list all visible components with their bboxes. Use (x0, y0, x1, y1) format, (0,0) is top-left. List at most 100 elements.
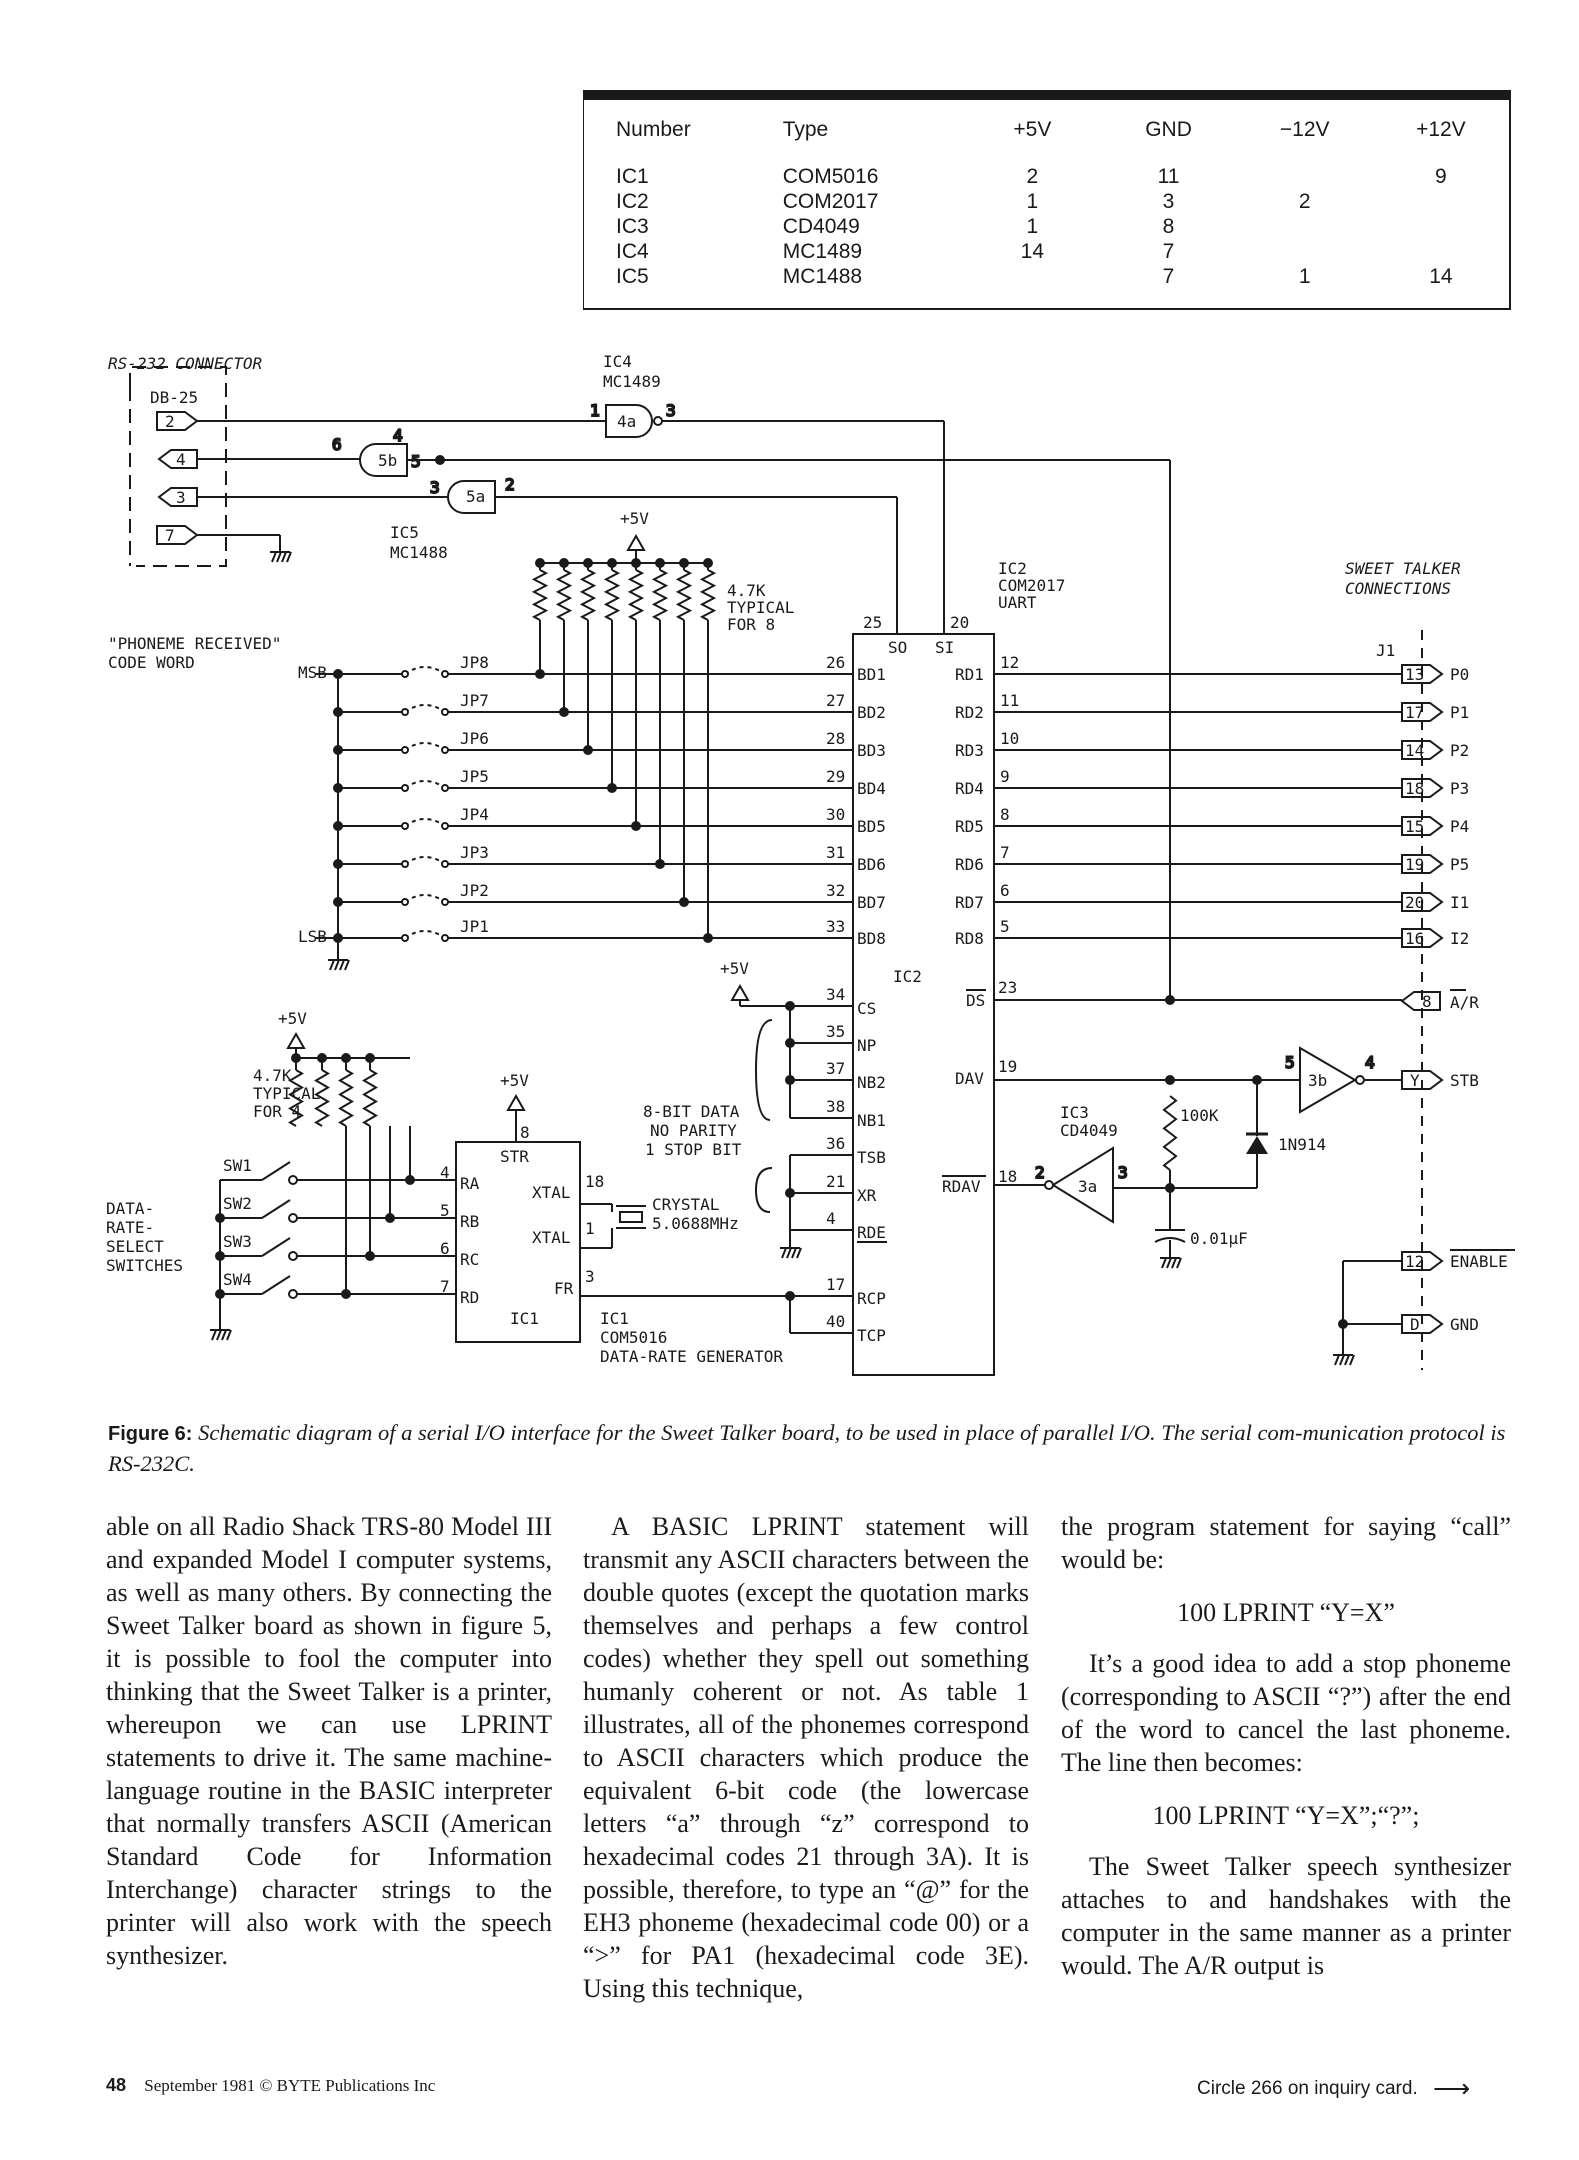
paragraph: A BASIC LPRINT statement will transmit a… (583, 1512, 1029, 2003)
junction-dot (333, 897, 343, 907)
ic2-kind-label: UART (998, 593, 1037, 612)
vcc4-label: +5V (278, 1009, 307, 1028)
junction-dot (333, 669, 343, 679)
pin-number: 4 (1365, 1053, 1375, 1072)
connector-pin (1401, 816, 1444, 836)
junction-dot (631, 558, 641, 568)
pin-number: 3 (666, 401, 676, 420)
junction-dot (385, 1213, 395, 1223)
pin-name: BD1 (857, 665, 886, 684)
pin-number: 4 (393, 426, 403, 445)
ic4a-receiver-gate: 4a (605, 404, 663, 438)
wire (281, 551, 287, 563)
jumper-contact (401, 708, 409, 716)
table-cell: IC3 (616, 215, 649, 238)
junction-dot (1338, 1319, 1348, 1329)
switch-contact (288, 1175, 298, 1185)
ic1-pin: 3 (585, 1267, 595, 1286)
resistor-icon (555, 569, 573, 621)
ar-label: A/R (1450, 993, 1479, 1012)
junction-dot (703, 558, 713, 568)
vcc-arrow (506, 1093, 526, 1111)
jumper-contact (401, 670, 409, 678)
connector-pin (1401, 854, 1444, 874)
stb-label: STB (1450, 1071, 1479, 1090)
junction-dot (215, 1289, 225, 1299)
header-number: Number (616, 118, 691, 141)
junction-dot (291, 1053, 301, 1063)
page-footer: 48 September 1981 © BYTE Publications In… (106, 2075, 435, 2096)
pin-number: 8 (1422, 992, 1432, 1011)
junction-dot (365, 1053, 375, 1063)
resistor-icon (699, 569, 717, 621)
pin-name: RD8 (955, 929, 984, 948)
connector-pin (1401, 702, 1444, 722)
pin-number: 38 (826, 1097, 845, 1116)
table-cell: IC5 (616, 265, 649, 288)
brace (754, 1019, 773, 1121)
junction-dot (607, 783, 617, 793)
table-cell: 1 (1026, 190, 1039, 213)
ic1-pin: 4 (440, 1163, 450, 1182)
crystal-icon (616, 1205, 646, 1229)
wire (276, 551, 282, 563)
power-table: Number Type +5V GND −12V +12V IC1 COM501… (583, 90, 1511, 310)
figure-caption: Figure 6: Schematic diagram of a serial … (108, 1418, 1508, 1478)
pin-number: 19 (1405, 855, 1424, 874)
switch-lever (261, 1275, 291, 1295)
junction-dot (655, 859, 665, 869)
wire (271, 551, 277, 563)
res-value-label: 4.7K (727, 581, 766, 600)
junction-dot (785, 1075, 795, 1085)
ic1-pin-name: STR (500, 1147, 529, 1166)
diode-icon (1246, 1132, 1268, 1154)
pin-name: TCP (857, 1326, 886, 1345)
ds-label: DS (966, 991, 985, 1010)
header-plus12v: +12V (1416, 118, 1466, 141)
table-cell (1237, 164, 1373, 189)
junction-dot (679, 558, 689, 568)
table-cell: 2 (1026, 165, 1039, 188)
connector-pin (1401, 664, 1444, 684)
switch-lever (261, 1237, 291, 1257)
switch-label: SW3 (223, 1232, 252, 1251)
vcc-arrow (730, 983, 750, 1001)
msb-label: MSB (298, 663, 327, 682)
resistor-icon (579, 569, 597, 621)
ic1-pin-name: XTAL (532, 1228, 571, 1247)
table-cell: 8 (1162, 215, 1175, 238)
resistor-icon (603, 569, 621, 621)
junction-dot (607, 558, 617, 568)
brace (754, 1167, 773, 1213)
jumper-contact (401, 746, 409, 754)
table-row: IC2 COM2017 1 3 2 (584, 189, 1509, 214)
pin-number: 20 (1405, 893, 1424, 912)
pin-name: BD3 (857, 741, 886, 760)
table-cell (1373, 214, 1509, 239)
connections-label: CONNECTIONS (1345, 579, 1451, 598)
pin-number: 3 (176, 488, 186, 507)
wire (1344, 1354, 1350, 1366)
junction-dot (785, 1038, 795, 1048)
wire (329, 959, 335, 971)
lsb-label: LSB (298, 927, 327, 946)
switch-lever (261, 1199, 291, 1219)
switch-contact (288, 1213, 298, 1223)
junction-dot (333, 783, 343, 793)
junction-dot (785, 1291, 795, 1301)
schematic-junctions (215, 455, 1348, 1329)
jumper-icon (404, 930, 446, 939)
junction-dot (215, 1251, 225, 1261)
jumper-contact (401, 898, 409, 906)
ic3a-inverter: 3a (1044, 1146, 1114, 1224)
dav-label: DAV (955, 1069, 984, 1088)
dav-pin: 19 (998, 1057, 1017, 1076)
jumper-contact (401, 934, 409, 942)
header-plus5v: +5V (1013, 118, 1052, 141)
pin-number: 10 (1000, 729, 1019, 748)
table-cell: IC1 (616, 165, 649, 188)
pin-number: 1 (590, 401, 600, 420)
table-cell: 14 (1429, 265, 1453, 288)
ic1-pin-name: RD (460, 1288, 479, 1307)
